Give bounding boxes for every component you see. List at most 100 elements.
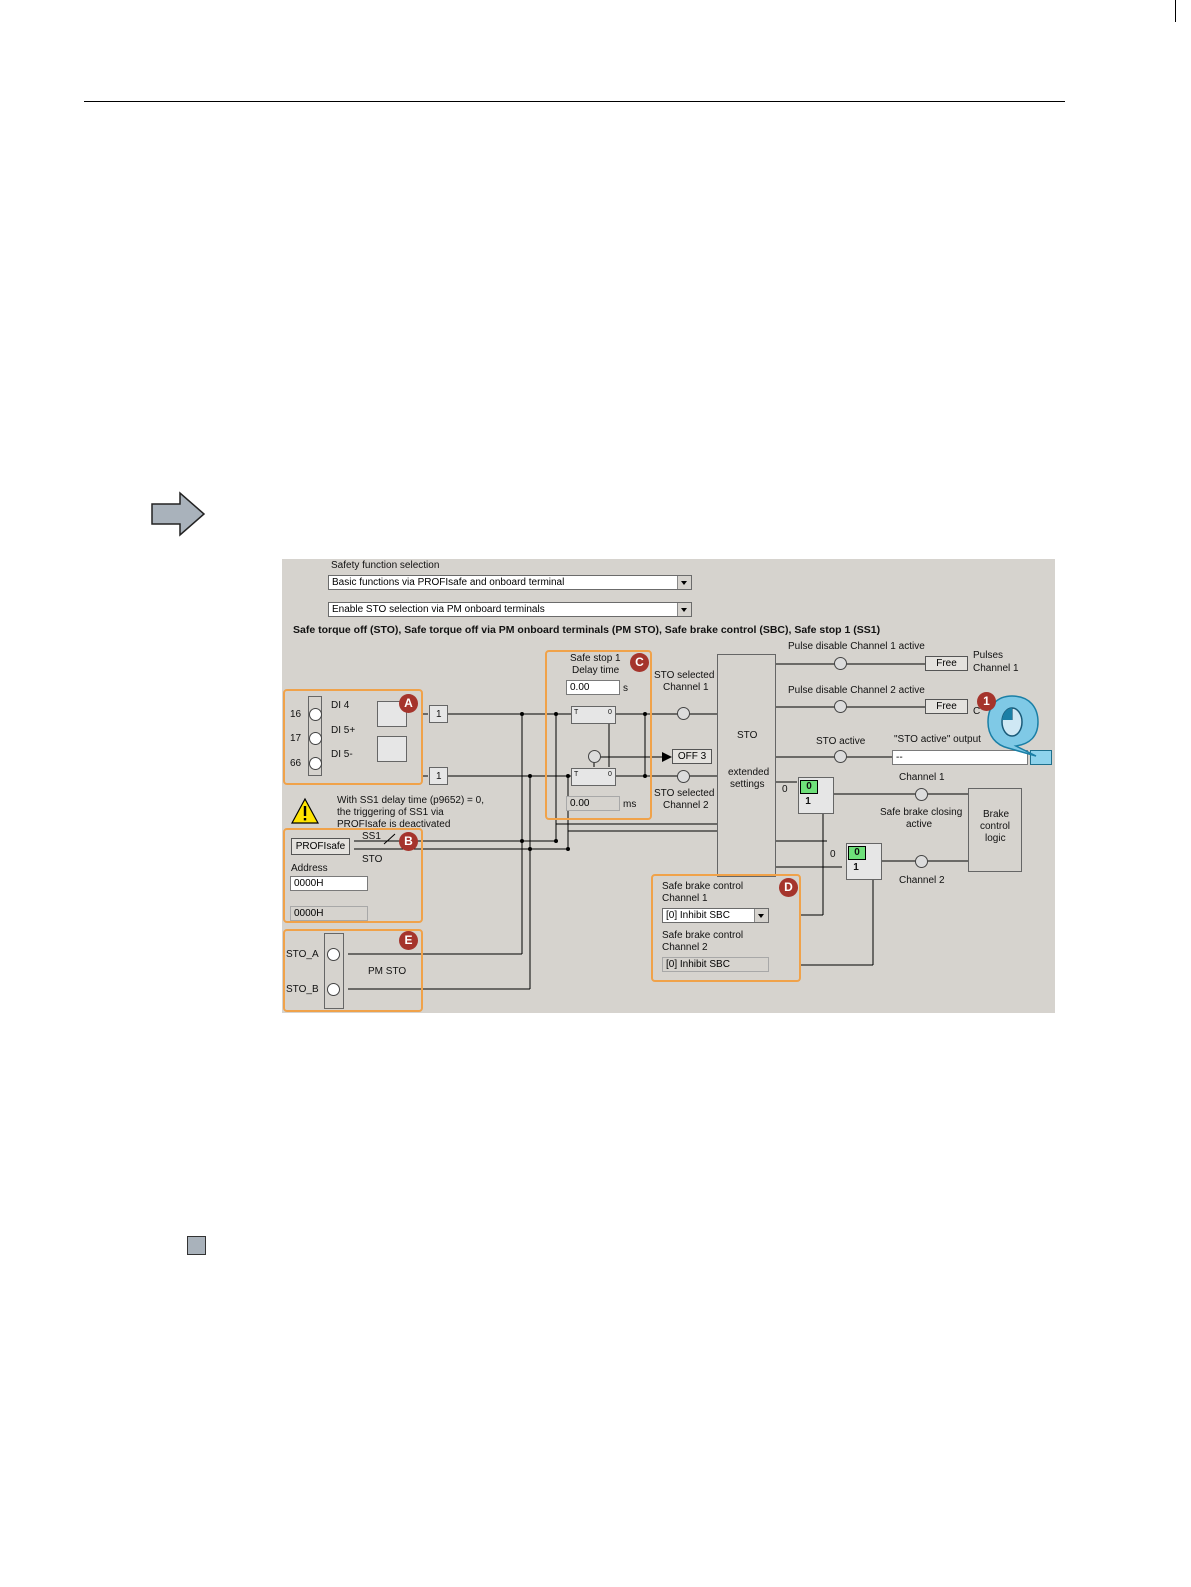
- terminal-screw-icon: [309, 708, 322, 721]
- badge-e: E: [399, 931, 418, 950]
- terminal-66: 66: [290, 758, 302, 769]
- sbc-ch2-label-line2: Channel 2: [662, 942, 708, 953]
- profisafe-button[interactable]: PROFIsafe: [291, 838, 350, 855]
- brake-channel2-lamp: [915, 855, 928, 868]
- terminal-screw-icon: [327, 948, 340, 961]
- section-e-pm-sto: [283, 929, 423, 1012]
- address-input[interactable]: 0000H: [290, 876, 368, 891]
- chevron-down-icon[interactable]: [754, 909, 768, 922]
- pulse-disable-ch1-label: Pulse disable Channel 1 active: [788, 641, 925, 652]
- section-d-safe-brake-control: [651, 874, 801, 982]
- sto-block-ext2: settings: [730, 779, 765, 790]
- brake-switch-2: 0 1: [846, 843, 882, 880]
- address-label: Address: [291, 863, 328, 874]
- switch-2-zero: 0: [848, 846, 866, 860]
- chevron-down-icon[interactable]: [677, 576, 691, 589]
- badge-c: C: [630, 653, 649, 672]
- brake-channel2-label: Channel 2: [899, 875, 945, 886]
- wiring-diagram: [348, 663, 972, 990]
- sto-active-output-browse-button[interactable]: [1030, 750, 1052, 765]
- sto-selected-ch1-line2: Channel 1: [663, 682, 709, 693]
- ss1-status-lamp: [588, 750, 601, 763]
- ss1-ms-value: 0.00: [566, 796, 620, 811]
- brake-logic-line2: control: [980, 821, 1011, 832]
- ss1-delay-input[interactable]: 0.00: [566, 680, 620, 695]
- sto-selected-ch1-lamp: [677, 707, 690, 720]
- pulse-disable-ch1-lamp: [834, 657, 847, 670]
- terminal-screw-icon: [327, 983, 340, 996]
- optocoupler-2-icon: [377, 736, 407, 762]
- pm-sto-terminal-strip: [324, 933, 344, 1009]
- safety-selection-label: Safety function selection: [331, 560, 440, 571]
- pulse-ch2-free-block: Free: [925, 699, 968, 714]
- pulse-disable-ch2-label: Pulse disable Channel 2 active: [788, 685, 925, 696]
- brake-switch1-zero-label: 0: [782, 784, 788, 795]
- sbc-ch2-value: [0] Inhibit SBC: [662, 957, 769, 972]
- warning-line-2: the triggering of SS1 via: [337, 807, 444, 818]
- brake-logic-line1: Brake: [983, 809, 1010, 820]
- sto-selection-select[interactable]: Enable STO selection via PM onboard term…: [328, 602, 692, 617]
- sto-extended-settings-button[interactable]: STO extended settings: [717, 654, 776, 877]
- safety-function-value: Basic functions via PROFIsafe and onboar…: [332, 577, 565, 588]
- sbc-ch1-value: [0] Inhibit SBC: [666, 910, 730, 921]
- ss1-title: Safe stop 1: [570, 653, 621, 664]
- timer-0-label: 0: [608, 771, 612, 778]
- safety-function-select[interactable]: Basic functions via PROFIsafe and onboar…: [328, 575, 692, 590]
- off3-block: OFF 3: [672, 749, 712, 764]
- pulses-channel2-partial: C: [973, 706, 981, 717]
- timer-0-label: 0: [608, 709, 612, 716]
- end-of-step-marker: [187, 1236, 206, 1255]
- warning-line-3: PROFIsafe is deactivated: [337, 819, 451, 830]
- ss1-delay-unit: s: [623, 683, 628, 694]
- di5-plus-label: DI 5+: [331, 725, 356, 736]
- terminal-17: 17: [290, 733, 302, 744]
- ss1-timer-2: T 0: [571, 768, 616, 786]
- badge-b: B: [399, 832, 418, 851]
- brake-channel1-label: Channel 1: [899, 772, 945, 783]
- section-a-digital-inputs: [283, 689, 423, 785]
- section-c-safe-stop-1: [545, 650, 652, 820]
- ss1-signal-label: SS1: [362, 831, 381, 842]
- di4-label: DI 4: [331, 700, 350, 711]
- address-readback: 0000H: [290, 906, 368, 921]
- sto-b-label: STO_B: [286, 984, 319, 995]
- terminal-screw-icon: [309, 757, 322, 770]
- sto-active-output-field[interactable]: --: [892, 750, 1028, 765]
- functions-heading: Safe torque off (STO), Safe torque off v…: [293, 624, 881, 636]
- gate-2: 1: [429, 767, 448, 785]
- sbc-ch2-label-line1: Safe brake control: [662, 930, 744, 941]
- chevron-down-icon[interactable]: [677, 603, 691, 616]
- page-header-rule: [84, 101, 1065, 102]
- badge-a: A: [399, 694, 418, 713]
- sto-selected-ch2-lamp: [677, 770, 690, 783]
- switch-2-one: 1: [853, 862, 859, 873]
- timer-t-label: T: [574, 771, 579, 778]
- sto-selected-ch1-line1: STO selected: [654, 670, 715, 681]
- sto-block-title: STO: [737, 730, 758, 741]
- sto-selection-value: Enable STO selection via PM onboard term…: [332, 604, 545, 615]
- gate-2-label: 1: [436, 771, 442, 782]
- brake-switch-1: 0 1: [798, 777, 834, 814]
- ss1-timer-1: T 0: [571, 706, 616, 724]
- brake-logic-line3: logic: [985, 833, 1006, 844]
- brake-switch2-zero-label: 0: [830, 849, 836, 860]
- ss1-delay-label: Delay time: [572, 665, 620, 676]
- terminal-screw-icon: [309, 732, 322, 745]
- safe-brake-closing-label: Safe brake closing: [880, 807, 963, 818]
- ss1-ms-unit: ms: [623, 799, 637, 810]
- sbc-ch1-select[interactable]: [0] Inhibit SBC: [662, 908, 769, 923]
- pulse-ch1-free-block: Free: [925, 656, 968, 671]
- sto-active-output-label: "STO active" output: [894, 734, 981, 745]
- mouse-click-icon: [987, 695, 1039, 757]
- pulses-label: Pulses: [973, 650, 1004, 661]
- timer-t-label: T: [574, 709, 579, 716]
- terminal-16: 16: [290, 709, 302, 720]
- pm-sto-label: PM STO: [368, 966, 407, 977]
- switch-1-zero: 0: [800, 780, 818, 794]
- sto-signal-label: STO: [362, 854, 383, 865]
- badge-d: D: [779, 878, 798, 897]
- sbc-ch1-label-line2: Channel 1: [662, 893, 708, 904]
- safety-config-panel: Safety function selection Basic function…: [282, 559, 1055, 1013]
- sto-selected-ch2-line1: STO selected: [654, 788, 715, 799]
- brake-channel1-lamp: [915, 788, 928, 801]
